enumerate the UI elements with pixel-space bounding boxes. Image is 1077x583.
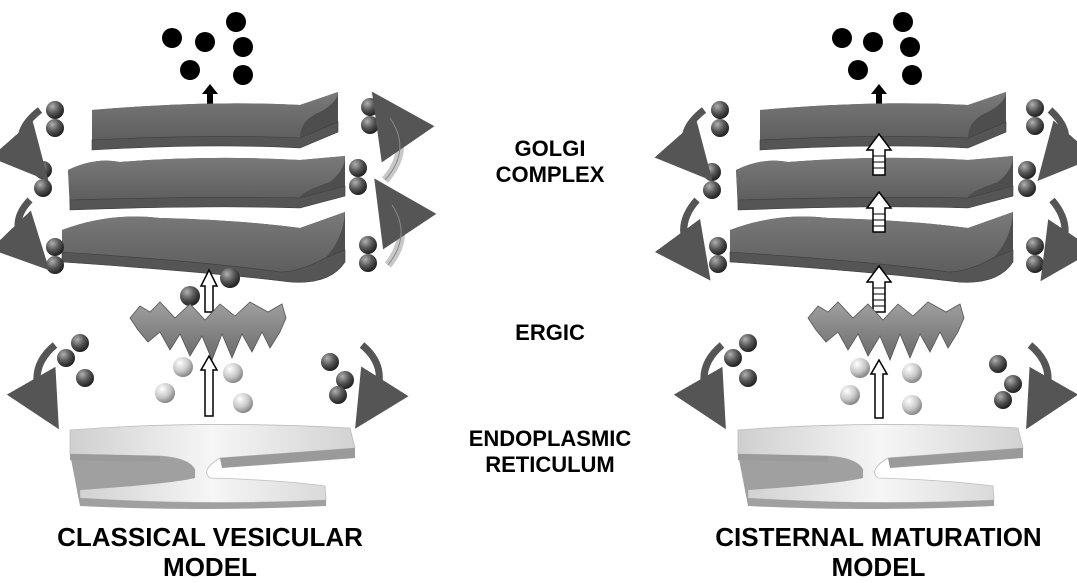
retrograde-vesicles-left <box>18 101 64 274</box>
er-recycling-right <box>321 345 379 405</box>
er-recycling-right <box>989 345 1048 409</box>
caption-line2: MODEL <box>680 552 1077 582</box>
caption-line2: MODEL <box>20 552 400 582</box>
golgi-cisterna-2 <box>68 156 345 210</box>
golgi-cisterna-1 <box>92 92 338 150</box>
er-label-line1: ENDOPLASMIC <box>435 426 665 452</box>
retrograde-vesicles-left <box>684 101 729 273</box>
cisternal-maturation-model <box>684 12 1066 509</box>
endoplasmic-reticulum <box>738 424 1023 509</box>
exit-arrow <box>871 84 887 106</box>
cargo-molecules <box>832 12 922 85</box>
caption-line1: CLASSICAL VESICULAR <box>20 522 400 552</box>
ergic-label: ERGIC <box>435 320 665 346</box>
ergic-compartment <box>808 302 964 360</box>
er-recycling-left <box>37 334 94 405</box>
transport-arrow <box>201 356 217 416</box>
classical-model-caption: CLASSICAL VESICULAR MODEL <box>20 522 400 582</box>
retrograde-vesicles-right <box>349 98 401 272</box>
retrograde-vesicles-right <box>1018 99 1066 273</box>
er-recycling-left <box>704 334 757 405</box>
golgi-complex-label: GOLGI COMPLEX <box>435 136 665 188</box>
maturation-model-caption: CISTERNAL MATURATION MODEL <box>680 522 1077 582</box>
endoplasmic-reticulum <box>70 424 355 509</box>
er-label: ENDOPLASMIC RETICULUM <box>435 426 665 478</box>
cargo-molecules <box>162 12 253 85</box>
classical-vesicular-model <box>18 12 401 509</box>
er-label-line2: RETICULUM <box>435 452 665 478</box>
exit-arrow <box>202 84 218 106</box>
golgi-cisterna-3 <box>62 212 345 282</box>
transport-arrow <box>871 360 887 418</box>
golgi-cisterna-3 <box>730 212 1013 282</box>
golgi-label-line2: COMPLEX <box>435 162 665 188</box>
caption-line1: CISTERNAL MATURATION <box>680 522 1077 552</box>
golgi-label-line1: GOLGI <box>435 136 665 162</box>
